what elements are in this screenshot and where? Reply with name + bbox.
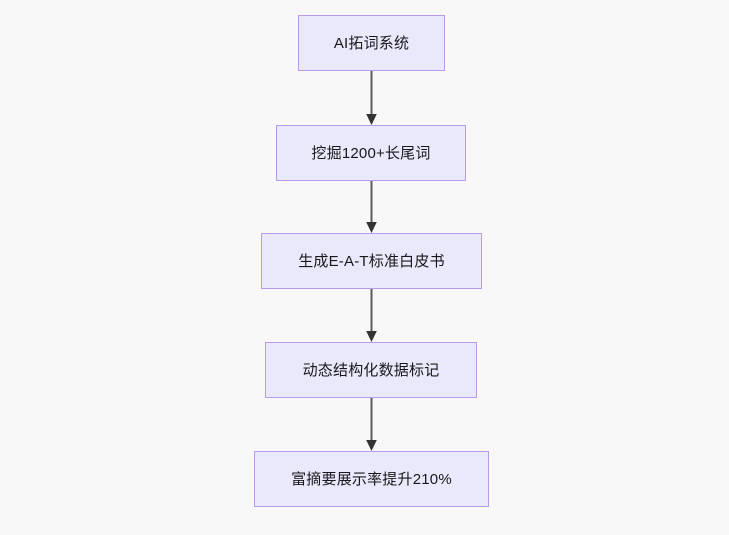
flow-node-label: 生成E-A-T标准白皮书 (298, 252, 445, 270)
flow-node-generate-eat-whitepaper[interactable]: 生成E-A-T标准白皮书 (261, 233, 482, 289)
edge-n4-n5 (366, 398, 377, 451)
flow-node-dynamic-structured-data-markup[interactable]: 动态结构化数据标记 (265, 342, 477, 398)
edge-n1-n2 (366, 71, 377, 125)
flow-node-mine-longtail-keywords[interactable]: 挖掘1200+长尾词 (276, 125, 466, 181)
edge-n3-n4 (366, 289, 377, 342)
flow-node-label: 富摘要展示率提升210% (291, 470, 452, 488)
flow-node-label: 动态结构化数据标记 (302, 361, 440, 379)
flow-node-ai-keyword-system[interactable]: AI拓词系统 (298, 15, 445, 71)
edge-n2-n3 (366, 181, 377, 233)
flow-node-rich-snippet-impression-uplift[interactable]: 富摘要展示率提升210% (254, 451, 489, 507)
flow-node-label: AI拓词系统 (333, 34, 410, 52)
flow-node-label: 挖掘1200+长尾词 (311, 144, 431, 162)
